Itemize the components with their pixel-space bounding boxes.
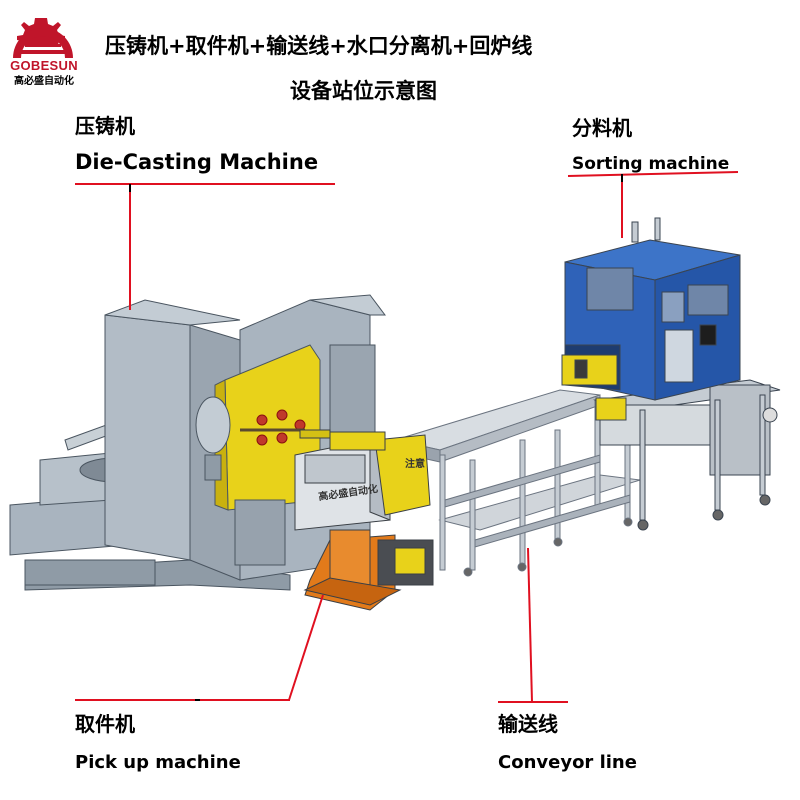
leader-lines (75, 171, 739, 703)
label-pickup-cn: 取件机 (75, 712, 135, 736)
diagram-subtitle: 设备站位示意图 (290, 79, 437, 103)
company-logo (8, 14, 78, 86)
logo-subtitle: 高必盛自动化 (14, 76, 74, 87)
label-die-casting-en: Die-Casting Machine (75, 150, 319, 174)
logo-brand: GOBESUN (10, 58, 78, 73)
label-pickup-en: Pick up machine (75, 752, 241, 773)
label-conveyor-en: Conveyor line (498, 752, 637, 773)
label-sorting-cn: 分料机 (572, 116, 632, 140)
diagram-title: 压铸机+取件机+输送线+水口分离机+回炉线 (105, 34, 533, 58)
label-conveyor-cn: 输送线 (498, 712, 558, 736)
label-die-casting-cn: 压铸机 (75, 114, 135, 138)
sorting-machine (561, 217, 781, 531)
label-sorting-en: Sorting machine (572, 154, 730, 174)
gear-logo-icon (13, 18, 73, 58)
valve-cluster (240, 409, 306, 446)
warning-label: 注意 (405, 459, 425, 470)
pickup-machine (294, 429, 434, 611)
